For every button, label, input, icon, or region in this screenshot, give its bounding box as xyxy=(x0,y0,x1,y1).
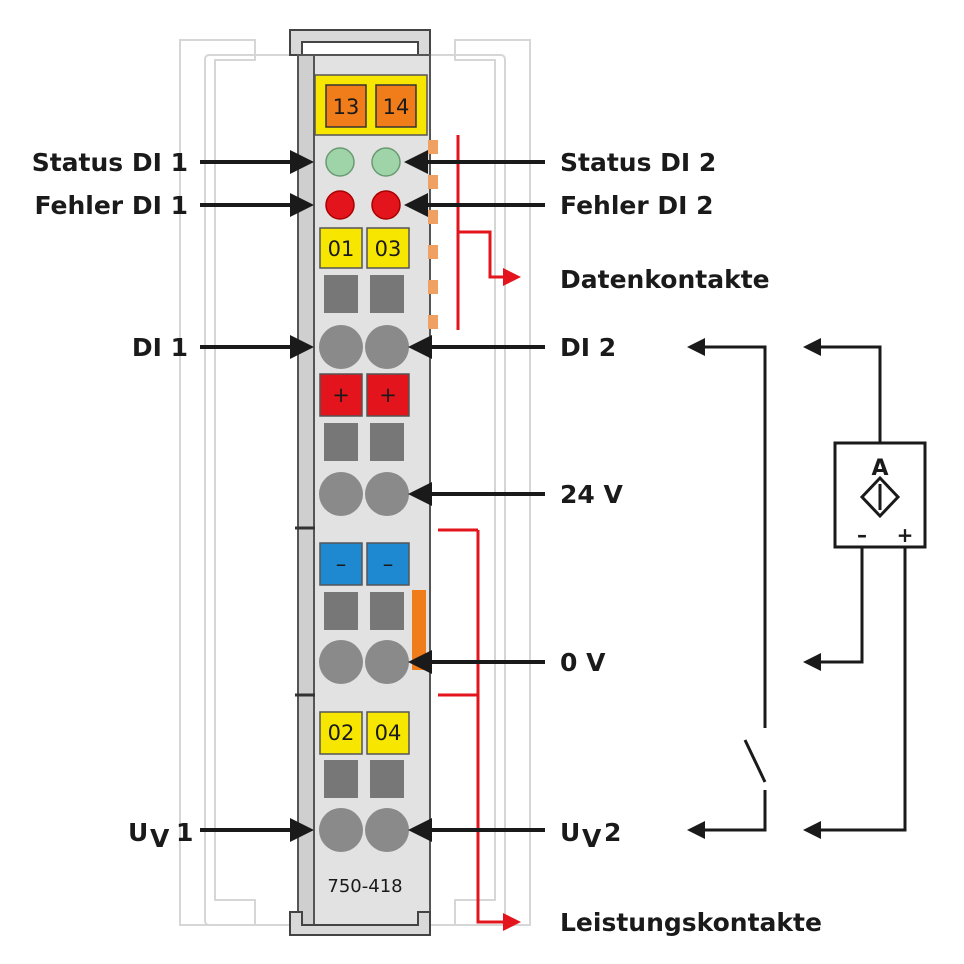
label-di1: DI 1 xyxy=(132,333,188,362)
release-button xyxy=(324,760,358,798)
terminal-uv2 xyxy=(365,808,409,852)
tag-plus-1-label: + xyxy=(332,383,350,407)
tag-03 xyxy=(366,227,410,269)
svg-text:V: V xyxy=(582,824,602,853)
label-uv2: U V 2 xyxy=(560,818,621,853)
tag-plus-2 xyxy=(366,373,410,417)
sensor-plus: + xyxy=(897,523,914,547)
tag-01-label: 01 xyxy=(328,237,355,261)
data-contact-pin xyxy=(428,245,438,259)
label-arrows xyxy=(200,150,545,842)
tag-14-label: 14 xyxy=(383,95,410,119)
release-button xyxy=(370,760,404,798)
tag-04 xyxy=(366,711,410,755)
status-led-di2 xyxy=(371,147,401,177)
tag-02 xyxy=(319,711,363,755)
tag-13 xyxy=(325,84,367,128)
terminal-0v-1 xyxy=(319,640,363,684)
label-status-di1: Status DI 1 xyxy=(32,148,188,177)
tag-plus-2-label: + xyxy=(379,383,397,407)
label-0v: 0 V xyxy=(560,648,606,677)
tag-minus-1 xyxy=(319,542,363,586)
sensor-symbol-icon xyxy=(859,475,901,519)
tag-minus-2 xyxy=(366,542,410,586)
tag-plus-1 xyxy=(319,373,363,417)
power-contact-pin xyxy=(412,590,426,670)
label-datenkontakte: Datenkontakte xyxy=(560,265,770,294)
tag-minus-2-label: – xyxy=(383,552,394,576)
data-contact-pin xyxy=(428,140,438,154)
svg-text:V: V xyxy=(150,824,170,853)
tag-13-label: 13 xyxy=(333,95,360,119)
io-module: 13 14 01 03 + + – – xyxy=(289,29,438,936)
tag-04-label: 04 xyxy=(375,721,402,745)
terminal-di2 xyxy=(365,325,409,369)
sensor-box: A – + xyxy=(833,441,927,549)
error-led-di1 xyxy=(325,190,355,220)
data-contact-pin xyxy=(428,175,438,189)
tag-14 xyxy=(375,84,417,128)
label-di2: DI 2 xyxy=(560,333,616,362)
data-contact-pin xyxy=(428,315,438,329)
data-contact-pin xyxy=(428,210,438,224)
terminal-di1 xyxy=(319,325,363,369)
tag-02-label: 02 xyxy=(328,721,355,745)
tag-minus-1-label: – xyxy=(336,552,347,576)
release-button xyxy=(324,592,358,630)
label-uv1: U V 1 xyxy=(128,818,193,853)
sensor-minus: – xyxy=(857,523,867,547)
label-fehler-di1: Fehler DI 1 xyxy=(34,191,188,220)
svg-text:1: 1 xyxy=(176,818,193,847)
external-wiring xyxy=(687,338,907,839)
label-status-di2: Status DI 2 xyxy=(560,148,716,177)
svg-text:U: U xyxy=(560,818,580,847)
release-button xyxy=(370,592,404,630)
sensor-letter: A xyxy=(871,456,888,481)
error-led-di2 xyxy=(371,190,401,220)
module-model-number: 750-418 xyxy=(327,876,402,897)
release-button xyxy=(324,423,358,461)
release-button xyxy=(370,275,404,313)
tag-01 xyxy=(319,227,363,269)
data-contact-pin xyxy=(428,280,438,294)
release-button xyxy=(370,423,404,461)
tag-03-label: 03 xyxy=(375,237,402,261)
terminal-24v-1 xyxy=(319,472,363,516)
switch-icon xyxy=(743,739,767,783)
terminal-24v-2 xyxy=(365,472,409,516)
svg-text:U: U xyxy=(128,818,148,847)
label-24v: 24 V xyxy=(560,480,623,509)
datenkontakte-indicator xyxy=(456,135,521,330)
release-button xyxy=(324,275,358,313)
terminal-uv1 xyxy=(319,808,363,852)
svg-text:2: 2 xyxy=(604,818,621,847)
label-leistungskontakte: Leistungskontakte xyxy=(560,908,822,937)
label-fehler-di2: Fehler DI 2 xyxy=(560,191,714,220)
status-led-di1 xyxy=(325,147,355,177)
terminal-0v-2 xyxy=(365,640,409,684)
